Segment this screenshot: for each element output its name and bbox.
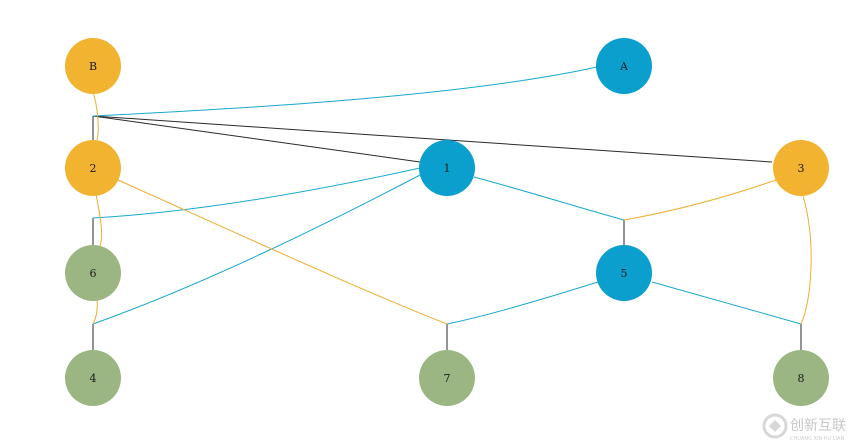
- edge-junction-3: [92, 115, 773, 163]
- node-label: 5: [621, 267, 628, 280]
- watermark: 创新互联 CHUANG XIN HU LIAN: [762, 413, 846, 442]
- node-3[interactable]: 3: [773, 140, 829, 196]
- node-4[interactable]: 4: [65, 350, 121, 406]
- edge-6-4-orange: [92, 299, 98, 325]
- node-8[interactable]: 8: [773, 350, 829, 406]
- edge-5-8: [651, 281, 802, 325]
- node-label: 6: [90, 267, 97, 280]
- node-label: 3: [798, 162, 805, 175]
- node-circle[interactable]: [65, 38, 121, 94]
- node-circle[interactable]: [65, 350, 121, 406]
- edge-3-8-orange: [800, 195, 812, 325]
- edge-2-6-orange: [95, 193, 103, 247]
- node-7[interactable]: 7: [419, 350, 475, 406]
- node-a[interactable]: A: [596, 38, 652, 94]
- edge-2-7-orange: [117, 179, 448, 325]
- edge-3-junction5-orange: [623, 179, 777, 221]
- node-label: B: [89, 60, 97, 73]
- edge-1-4: [92, 173, 423, 325]
- node-5[interactable]: 5: [596, 245, 652, 301]
- edge-junction-1: [92, 115, 421, 163]
- node-label: 8: [798, 372, 805, 385]
- node-circle[interactable]: [596, 38, 652, 94]
- watermark-subtext: CHUANG XIN HU LIAN: [790, 436, 844, 442]
- node-circle[interactable]: [773, 350, 829, 406]
- node-2[interactable]: 2: [65, 140, 121, 196]
- node-circle[interactable]: [419, 140, 475, 196]
- watermark-logo-mark: [769, 420, 781, 432]
- node-circle[interactable]: [65, 140, 121, 196]
- edge-junction-A: [92, 66, 598, 117]
- node-label: 7: [444, 372, 451, 385]
- node-label: 4: [90, 372, 97, 385]
- node-label: 2: [90, 162, 97, 175]
- node-circle[interactable]: [65, 245, 121, 301]
- edge-1-junction5: [473, 176, 625, 221]
- watermark-logo-icon: [762, 413, 788, 439]
- node-6[interactable]: 6: [65, 245, 121, 301]
- watermark-text: 创新互联: [790, 418, 846, 434]
- edge-layer: [92, 66, 812, 350]
- node-b[interactable]: B: [65, 38, 121, 94]
- node-label: 1: [444, 162, 451, 175]
- node-circle[interactable]: [596, 245, 652, 301]
- node-1[interactable]: 1: [419, 140, 475, 196]
- node-layer: B A 2 1 3 6 5 4 7 8: [65, 38, 829, 406]
- node-label: A: [619, 60, 629, 73]
- edge-B-2-orange: [92, 91, 99, 141]
- edge-5-7: [446, 281, 599, 325]
- edge-1-6: [92, 167, 421, 219]
- node-circle[interactable]: [773, 140, 829, 196]
- node-circle[interactable]: [419, 350, 475, 406]
